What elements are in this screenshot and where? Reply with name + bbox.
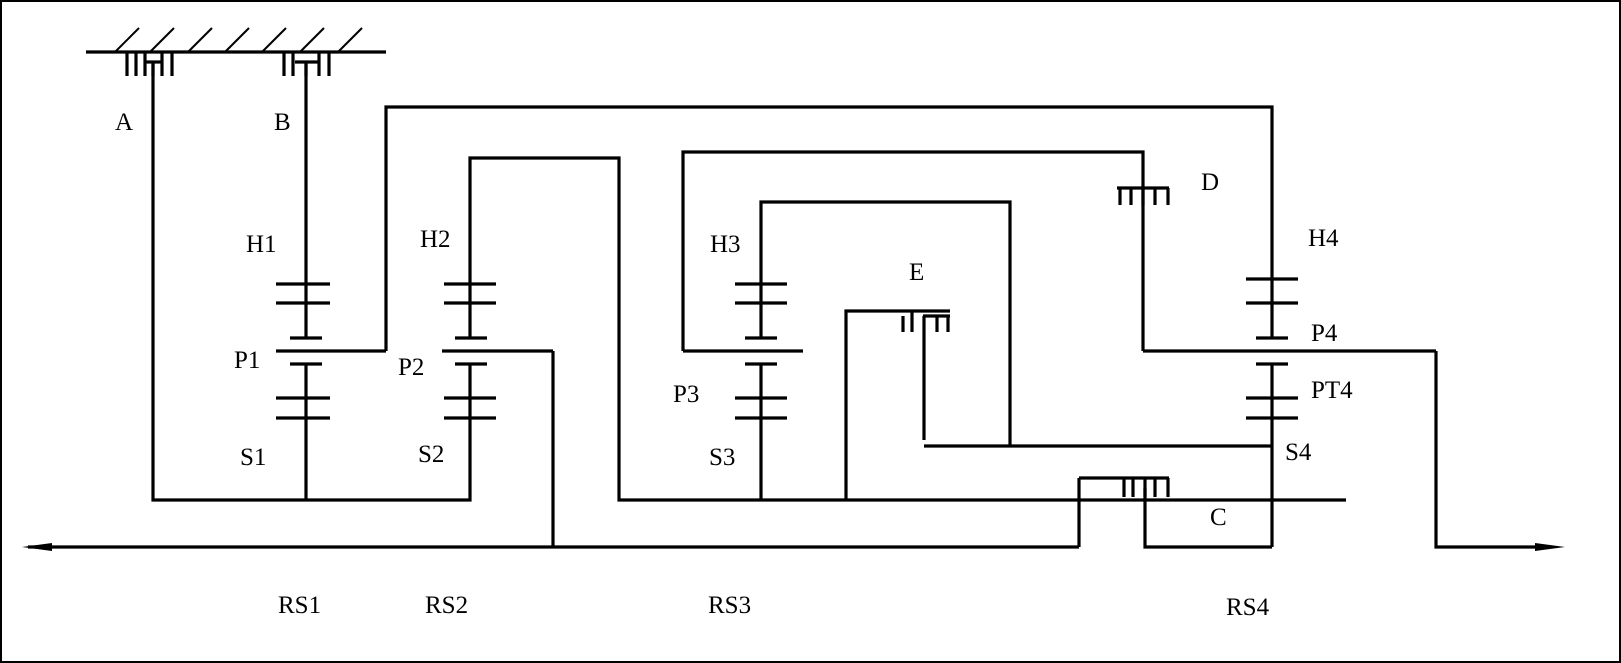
- label-s1: S1: [240, 444, 266, 471]
- label-h1: H1: [246, 231, 277, 258]
- shaft-a-s1-s2: [151, 62, 472, 502]
- link-p1-h4: [384, 105, 1274, 351]
- label-d: D: [1201, 169, 1219, 196]
- link-p3-d: [681, 150, 1145, 351]
- clutch-e: [901, 309, 950, 440]
- label-s3: S3: [709, 444, 735, 471]
- planetary-set-3: [683, 282, 803, 500]
- label-h2: H2: [420, 226, 451, 253]
- label-h4: H4: [1308, 225, 1339, 252]
- link-h2-s3: [468, 156, 1346, 502]
- label-p3: P3: [673, 381, 699, 408]
- link-h3-s4: [759, 200, 1012, 446]
- label-b: B: [274, 109, 291, 136]
- ground-housing: [86, 27, 386, 54]
- label-h3: H3: [710, 231, 741, 258]
- label-c: C: [1210, 504, 1227, 531]
- label-p4: P4: [1311, 320, 1338, 347]
- label-rs3: RS3: [708, 592, 751, 619]
- label-pt4: PT4: [1311, 377, 1353, 404]
- label-e: E: [909, 259, 924, 286]
- label-p1: P1: [234, 347, 260, 374]
- output-arrow: [1535, 543, 1565, 551]
- label-s4: S4: [1285, 439, 1312, 466]
- label-rs2: RS2: [425, 592, 468, 619]
- label-rs4: RS4: [1226, 594, 1270, 621]
- planetary-set-2: [442, 282, 553, 433]
- input-arrow: [22, 543, 52, 551]
- clutch-c: [1077, 476, 1170, 547]
- label-p2: P2: [398, 354, 424, 381]
- output-shaft: [1434, 351, 1542, 549]
- brake-a: [125, 52, 174, 76]
- planetary-set-4: [1143, 277, 1436, 547]
- label-rs1: RS1: [278, 592, 321, 619]
- planetary-set-1: [276, 282, 386, 420]
- label-a: A: [115, 109, 133, 136]
- label-s2: S2: [418, 441, 444, 468]
